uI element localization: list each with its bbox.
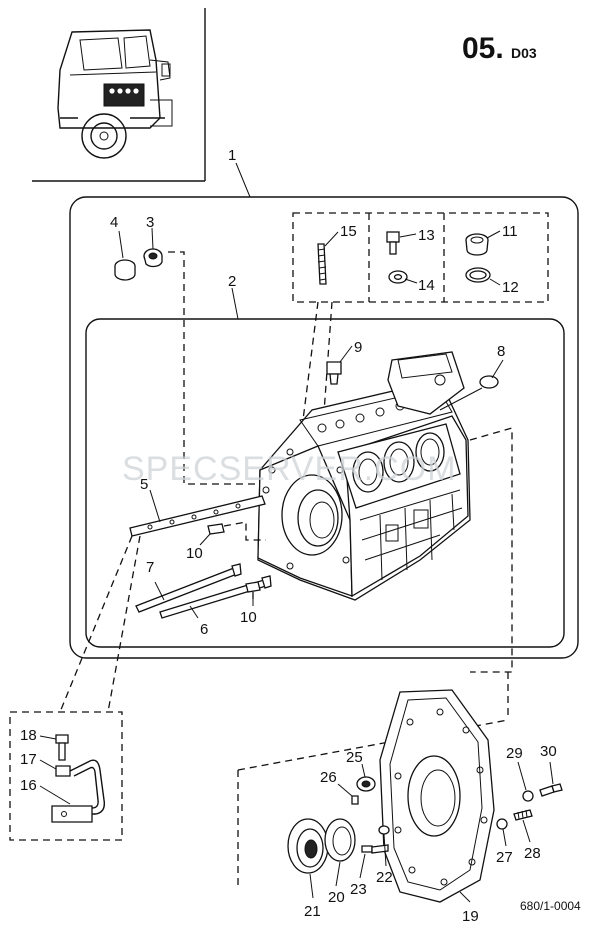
- assembly-frame-outer: [69, 196, 579, 659]
- truck-location-thumbnail: [32, 8, 206, 182]
- reference-code: 680/1-0004: [520, 899, 581, 913]
- callout-8: 8: [497, 343, 505, 360]
- callout-18: 18: [20, 727, 37, 744]
- flywheel-housing-assembly: [237, 689, 563, 903]
- callout-29: 29: [506, 745, 523, 762]
- callout-13: 13: [418, 227, 435, 244]
- callout-16: 16: [20, 777, 37, 794]
- bar-5: [129, 489, 266, 537]
- callout-21: 21: [304, 903, 321, 920]
- callout-14: 14: [418, 277, 435, 294]
- engine-block: [257, 345, 504, 601]
- callout-1: 1: [228, 147, 236, 164]
- callout-27: 27: [496, 849, 513, 866]
- pipe-kit-box: [9, 711, 123, 841]
- callout-3: 3: [146, 214, 154, 231]
- rod-7: [135, 563, 242, 613]
- plug-3: [143, 227, 163, 268]
- callout-22: 22: [376, 869, 393, 886]
- callout-12: 12: [502, 279, 519, 296]
- callout-28: 28: [524, 845, 541, 862]
- dowel-10-upper: [199, 521, 266, 546]
- callout-11: 11: [502, 223, 518, 240]
- callout-9: 9: [354, 339, 362, 356]
- section-number: 05.: [462, 32, 504, 65]
- callout-17: 17: [20, 751, 37, 768]
- callout-5: 5: [140, 476, 148, 493]
- callout-4: 4: [110, 214, 118, 231]
- plug-4: [114, 230, 136, 281]
- callout-19: 19: [462, 908, 479, 925]
- callout-23: 23: [350, 881, 367, 898]
- callout-30: 30: [540, 743, 557, 760]
- callout-25: 25: [346, 749, 363, 766]
- callout-6: 6: [200, 621, 208, 638]
- section-code: D03: [511, 45, 537, 61]
- callout-26: 26: [320, 769, 337, 786]
- callout-2: 2: [228, 273, 236, 290]
- watermark: SPECSERVER.COM: [122, 450, 457, 488]
- dowel-10-lower: [245, 581, 261, 606]
- kit-boxes: [292, 212, 549, 441]
- rod-6: [159, 575, 272, 619]
- callout-20: 20: [328, 889, 345, 906]
- callout-10-upper: 10: [186, 545, 203, 562]
- callout-7: 7: [146, 559, 154, 576]
- callout-15: 15: [340, 223, 357, 240]
- assembly-frame-inner: [85, 318, 565, 648]
- callout-10-lower: 10: [240, 609, 257, 626]
